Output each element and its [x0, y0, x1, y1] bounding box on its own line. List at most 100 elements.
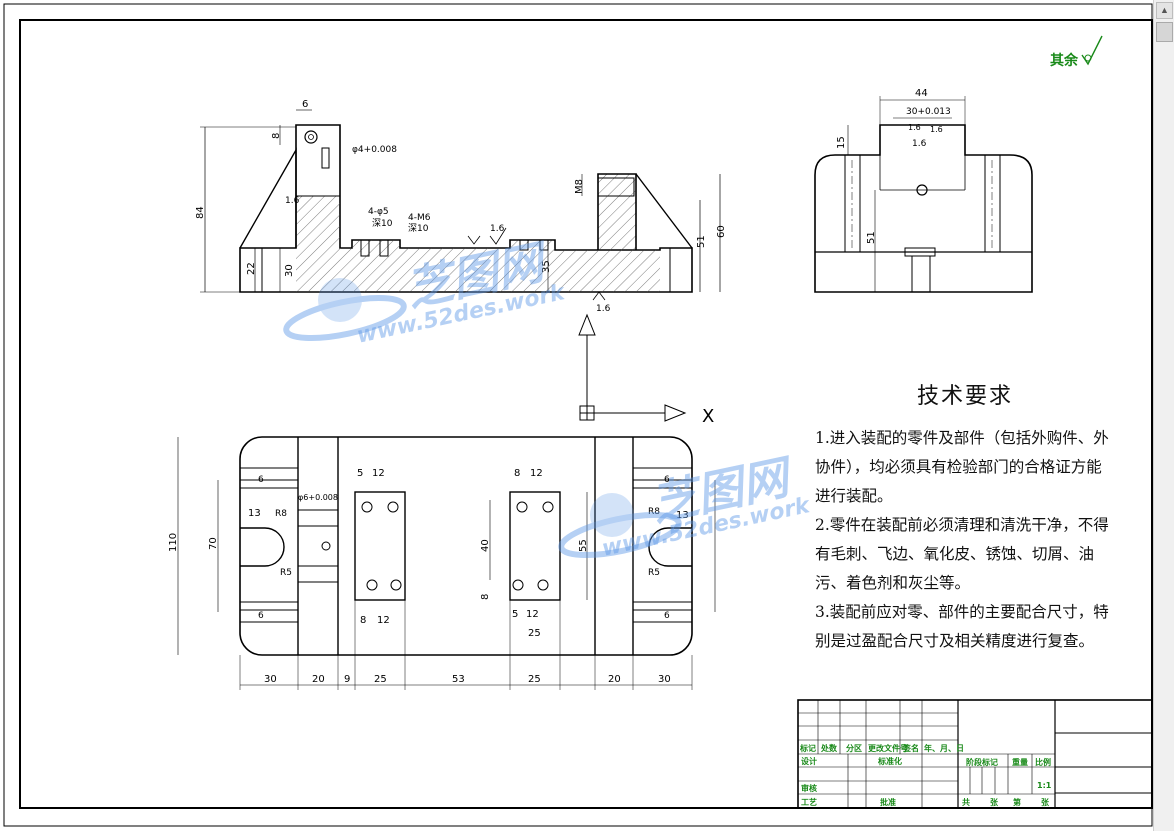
- svg-text:20: 20: [312, 674, 325, 685]
- top-view-left-plate: [354, 491, 406, 601]
- scroll-up-arrow-icon[interactable]: ▲: [1156, 2, 1173, 19]
- front-view-pin-hole: [304, 130, 318, 144]
- tech-requirements-title: 技术要求: [916, 384, 1013, 409]
- title-block: [797, 699, 1153, 809]
- svg-text:44: 44: [915, 88, 928, 99]
- front-view-right-block: [597, 173, 637, 250]
- svg-text:55: 55: [578, 539, 589, 552]
- svg-text:30: 30: [284, 264, 295, 277]
- svg-text:1.6: 1.6: [908, 123, 921, 132]
- side-view-outline: [814, 124, 1033, 293]
- svg-text:比例: 比例: [1035, 757, 1051, 767]
- side-view: [814, 96, 1033, 293]
- side-view-hole: [916, 184, 928, 196]
- svg-text:1:1: 1:1: [1037, 781, 1052, 790]
- svg-text:1.6: 1.6: [912, 139, 927, 149]
- vertical-scrollbar[interactable]: ▲: [1153, 0, 1174, 831]
- svg-text:M8: M8: [574, 179, 585, 194]
- sheet-inner-border: [19, 19, 1153, 809]
- svg-text:15: 15: [836, 136, 847, 149]
- svg-text:R8: R8: [275, 509, 287, 519]
- front-view-left-rib: [239, 147, 297, 249]
- front-view-right-rib: [635, 173, 693, 249]
- svg-text:30: 30: [658, 674, 671, 685]
- side-view-dimensions: 44 30+0.013 15 1.6 1.6 1.6 51: [836, 88, 951, 244]
- svg-text:30+0.013: 30+0.013: [906, 107, 951, 117]
- svg-text:1.6: 1.6: [930, 125, 943, 134]
- svg-text:60: 60: [716, 225, 727, 238]
- front-view: [200, 109, 721, 293]
- tech-requirement-item-3: 3.装配前应对零、部件的主要配合尺寸，特别是过盈配合尺寸及相关精度进行复查。: [815, 603, 1109, 650]
- svg-text:处数: 处数: [820, 743, 838, 753]
- top-view-outline: [239, 436, 693, 656]
- watermark-logo-icon: [283, 278, 682, 559]
- svg-text:6: 6: [258, 475, 264, 485]
- svg-text:51: 51: [866, 231, 877, 244]
- svg-text:20: 20: [608, 674, 621, 685]
- svg-text:标记: 标记: [799, 743, 816, 753]
- svg-text:φ6+0.008: φ6+0.008: [298, 493, 338, 502]
- svg-text:12: 12: [377, 615, 390, 626]
- svg-text:8: 8: [514, 468, 520, 479]
- svg-text:分区: 分区: [846, 743, 862, 753]
- axis-x-label: X: [702, 406, 714, 427]
- svg-text:5: 5: [512, 609, 518, 620]
- svg-text:更改文件号: 更改文件号: [868, 743, 908, 753]
- surface-roughness-note: 其余: [1050, 35, 1103, 69]
- svg-text:签名: 签名: [902, 743, 919, 753]
- top-view-dimensions: 110 70 6 6 13 R8 R5 φ6+0.008 5 12 8 12 4…: [168, 468, 689, 685]
- svg-text:深10: 深10: [408, 223, 429, 234]
- svg-text:53: 53: [452, 674, 465, 685]
- title-block-text: 标记 处数 分区 更改文件号 签名 年、月、日 设计 标准化 审核 工艺 批准 …: [799, 743, 1052, 807]
- svg-text:110: 110: [168, 533, 179, 552]
- svg-text:22: 22: [246, 262, 257, 275]
- svg-text:9: 9: [344, 674, 350, 685]
- svg-text:1.6: 1.6: [285, 196, 300, 206]
- svg-text:6: 6: [302, 99, 308, 110]
- scroll-thumb[interactable]: [1156, 22, 1173, 42]
- front-view-dimensions: 6 8 84 φ4+0.008 1.6 22 30 4-φ5 深10 4-M6 …: [195, 99, 727, 314]
- svg-text:阶段标记: 阶段标记: [966, 757, 998, 767]
- top-view-right-plate: [509, 491, 561, 601]
- svg-text:51: 51: [696, 235, 707, 248]
- svg-text:6: 6: [258, 611, 264, 621]
- svg-text:84: 84: [195, 206, 206, 219]
- svg-text:1.6: 1.6: [490, 224, 505, 234]
- svg-text:审核: 审核: [801, 783, 817, 793]
- svg-text:35: 35: [541, 260, 552, 273]
- svg-text:4-φ5: 4-φ5: [368, 207, 389, 217]
- svg-text:6: 6: [664, 611, 670, 621]
- svg-text:工艺: 工艺: [801, 797, 817, 807]
- svg-text:批准: 批准: [880, 797, 896, 807]
- svg-text:5: 5: [357, 468, 363, 479]
- svg-text:8: 8: [271, 133, 282, 139]
- top-view: [177, 436, 716, 690]
- roughness-symbols: [467, 227, 606, 301]
- svg-text:年、月、日: 年、月、日: [924, 743, 964, 753]
- svg-text:共: 共: [962, 797, 970, 807]
- top-view-left-slot: [240, 527, 285, 567]
- roughness-symbol-icon: [1081, 35, 1103, 66]
- svg-text:25: 25: [374, 674, 387, 685]
- svg-text:13: 13: [248, 508, 261, 519]
- svg-text:第: 第: [1013, 797, 1021, 807]
- svg-text:张: 张: [1041, 798, 1050, 807]
- svg-text:12: 12: [526, 609, 539, 620]
- tech-requirements: 技术要求 1.进入装配的零件及部件（包括外购件、外协件），均必须具有检验部门的合…: [815, 378, 1115, 656]
- svg-text:40: 40: [480, 539, 491, 552]
- svg-text:4-M6: 4-M6: [408, 213, 431, 223]
- svg-text:φ4+0.008: φ4+0.008: [352, 145, 397, 155]
- roughness-note-text: 其余: [1050, 52, 1079, 69]
- svg-text:深10: 深10: [372, 218, 393, 229]
- svg-text:R8: R8: [648, 507, 660, 517]
- svg-text:70: 70: [208, 537, 219, 550]
- svg-text:30: 30: [264, 674, 277, 685]
- svg-text:25: 25: [528, 674, 541, 685]
- svg-text:1.6: 1.6: [596, 304, 611, 314]
- svg-text:设计: 设计: [801, 756, 817, 766]
- top-view-right-slot: [648, 527, 692, 567]
- svg-text:R5: R5: [648, 568, 660, 578]
- svg-text:R5: R5: [280, 568, 292, 578]
- svg-text:张: 张: [990, 798, 999, 807]
